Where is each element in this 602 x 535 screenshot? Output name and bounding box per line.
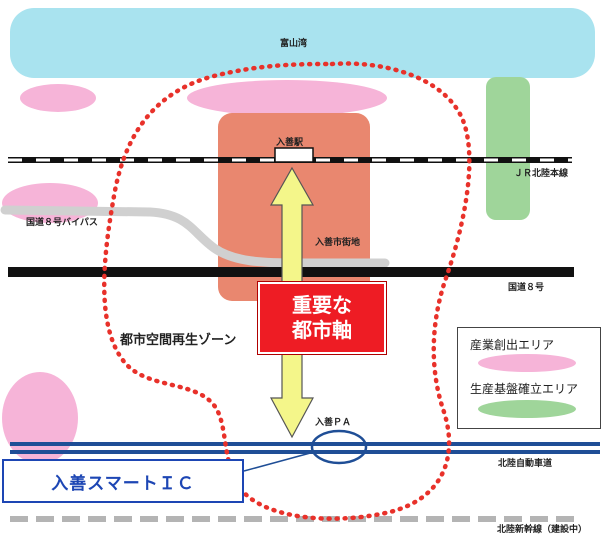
bypass-label: 国道８号バイパス: [26, 218, 98, 228]
route8-label: 国道８号: [508, 283, 545, 293]
shinkansen-label: 北陸新幹線（建設中）: [497, 525, 588, 535]
agriculture-area: [486, 77, 530, 220]
expressway-lower: [10, 450, 600, 454]
zone-label: 都市空間再生ゾーン: [120, 333, 237, 348]
legend-agriculture-label: 生産基盤確立エリア: [470, 382, 579, 396]
smart-ic-label: 入善スマートＩＣ: [51, 473, 195, 494]
industry-area: [2, 183, 98, 223]
bypass-road: [0, 205, 390, 268]
legend-industry-label: 産業創出エリア: [470, 338, 555, 352]
ic-leader-line: [243, 451, 315, 472]
urban-zone-outline: [102, 61, 472, 521]
smart-ic-callout: 入善スマートＩＣ: [2, 459, 244, 503]
urban-axis-callout: 重要な 都市軸: [257, 281, 387, 355]
downtown-label: 入善市街地: [315, 238, 361, 248]
parking-area-oval: [310, 429, 368, 465]
bay-label: 富山湾: [280, 39, 308, 49]
axis-line-1: 重要な: [292, 293, 352, 317]
toyama-bay: [10, 8, 595, 78]
industry-area: [2, 372, 78, 464]
legend-industry-swatch: [478, 354, 576, 372]
station-label: 入善駅: [276, 138, 304, 148]
expressway-label: 北陸自動車道: [498, 459, 553, 469]
industry-area: [187, 80, 387, 116]
industry-area: [20, 84, 96, 112]
legend-agriculture-swatch: [478, 400, 576, 418]
parking-area-label: 入善ＰＡ: [315, 418, 352, 428]
expressway-upper: [10, 442, 600, 446]
axis-line-2: 都市軸: [292, 318, 352, 342]
station-box: [274, 147, 314, 163]
jr-line-label: ＪＲ北陸本線: [514, 169, 569, 179]
legend: 産業創出エリア 生産基盤確立エリア: [457, 327, 601, 429]
